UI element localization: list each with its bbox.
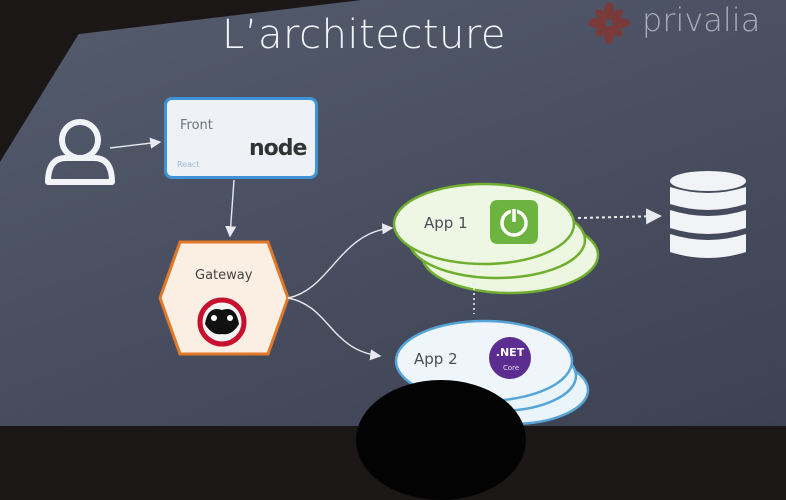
brand-logo: privalia — [586, 0, 760, 46]
nodejs-label: node — [249, 136, 307, 161]
connector-gateway-app2 — [287, 297, 382, 361]
dotnet-core-label: Core — [503, 364, 520, 372]
spring-power-icon — [490, 200, 538, 244]
user-outline-icon — [45, 119, 115, 185]
app2-label: App 2 — [414, 350, 458, 368]
front-box: Front React node — [164, 97, 318, 179]
gateway-mascot-icon — [197, 297, 247, 347]
dotnet-core-icon — [489, 337, 531, 379]
gateway-label: Gateway — [195, 268, 253, 283]
connector-user-front — [109, 137, 162, 149]
connector-front-gateway — [225, 179, 237, 238]
flower-logo-icon — [588, 2, 630, 44]
database-icon — [670, 171, 746, 258]
audience-head — [420, 392, 510, 452]
front-label: Front — [180, 118, 213, 133]
dotnet-label: .NET — [495, 346, 525, 359]
app1-label: App 1 — [424, 214, 468, 232]
connector-gateway-app1 — [287, 223, 394, 299]
brand-name: privalia — [642, 1, 761, 39]
react-label: React — [177, 160, 200, 169]
connector-app1-database — [577, 208, 662, 225]
slide-title: L’architecture — [222, 12, 507, 58]
architecture-diagram: A — [45, 119, 746, 426]
